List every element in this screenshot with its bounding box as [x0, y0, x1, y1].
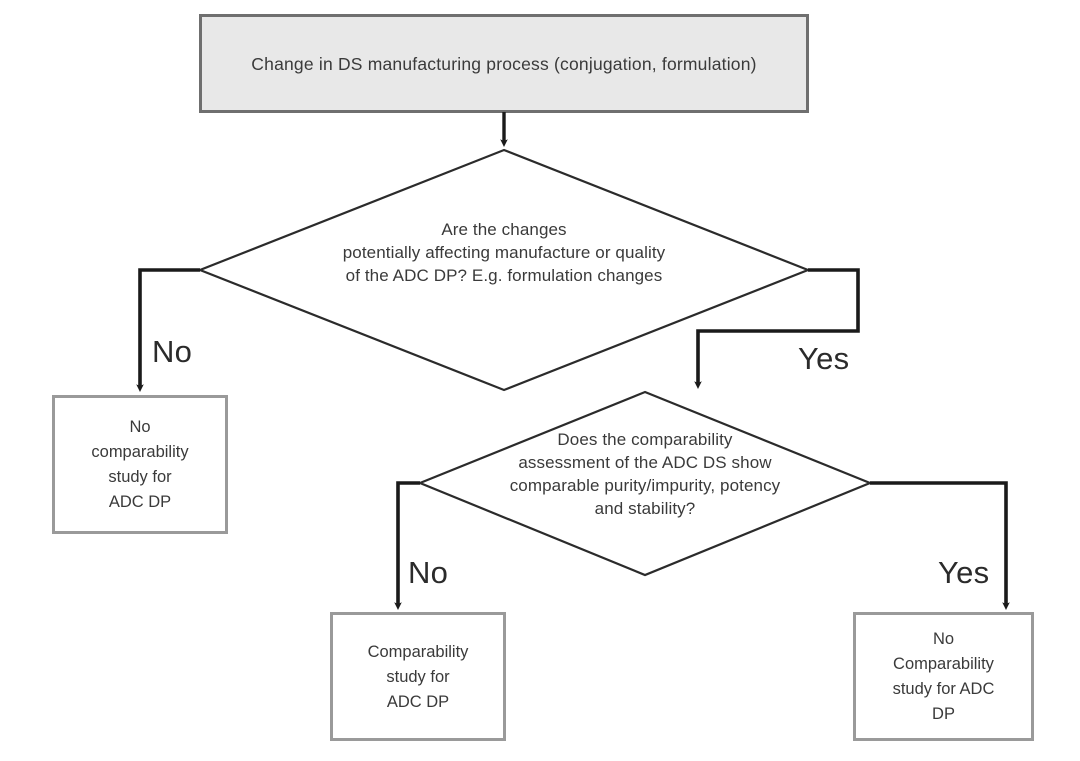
edge-label-decision-two-yes: Yes: [938, 555, 990, 590]
decision-two-shape: [417, 390, 873, 577]
connector-decision-two-no: [394, 481, 420, 611]
outcome-bottom-right-shape: [853, 612, 1034, 741]
connector-decision-two-yes: [870, 481, 1010, 611]
edge-label-decision-two-no: No: [408, 555, 449, 590]
connector-decision-one-yes: [694, 268, 860, 390]
edge-label-decision-one-no: No: [152, 334, 193, 369]
outcome-left-shape: [52, 395, 228, 534]
connector-decision-one-no: [136, 268, 200, 393]
start-process-shape: [199, 14, 809, 113]
decision-one-shape: [197, 148, 811, 392]
edge-label-decision-one-yes: Yes: [798, 341, 850, 376]
outcome-bottom-left-shape: [330, 612, 506, 741]
